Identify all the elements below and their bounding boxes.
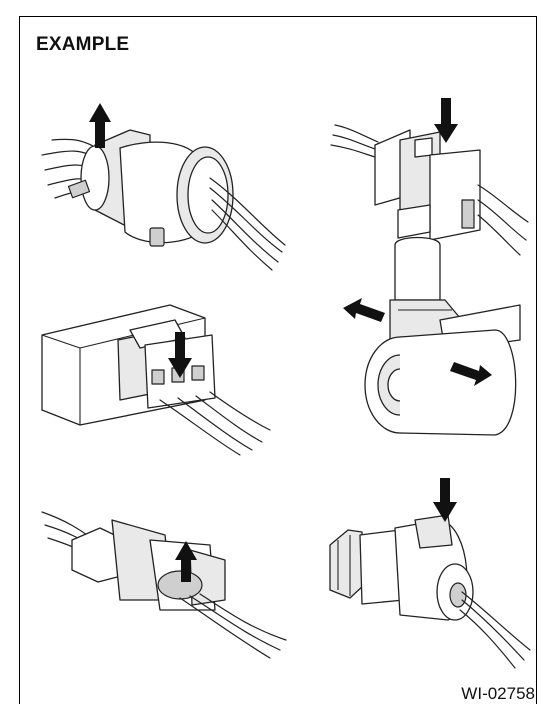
down-arrow-icon (168, 332, 192, 378)
down-arrow-icon (433, 478, 457, 522)
down-arrow-icon (434, 98, 458, 143)
panel-connector-illustration (41, 304, 271, 456)
block-connector-illustration (330, 98, 529, 256)
figure-code: WI-02758 (461, 684, 535, 703)
sensor-connector-illustration (343, 236, 521, 436)
figure-frame (19, 16, 537, 704)
up-arrow-icon (175, 541, 197, 582)
round-connector-illustration (41, 103, 286, 271)
up-arrow-icon (89, 103, 111, 148)
right-arrow-icon (450, 362, 492, 386)
inline-connector-illustration (41, 511, 287, 659)
figure-title: EXAMPLE (36, 34, 130, 55)
left-arrow-icon (343, 298, 385, 322)
threaded-sensor-illustration (329, 478, 531, 669)
